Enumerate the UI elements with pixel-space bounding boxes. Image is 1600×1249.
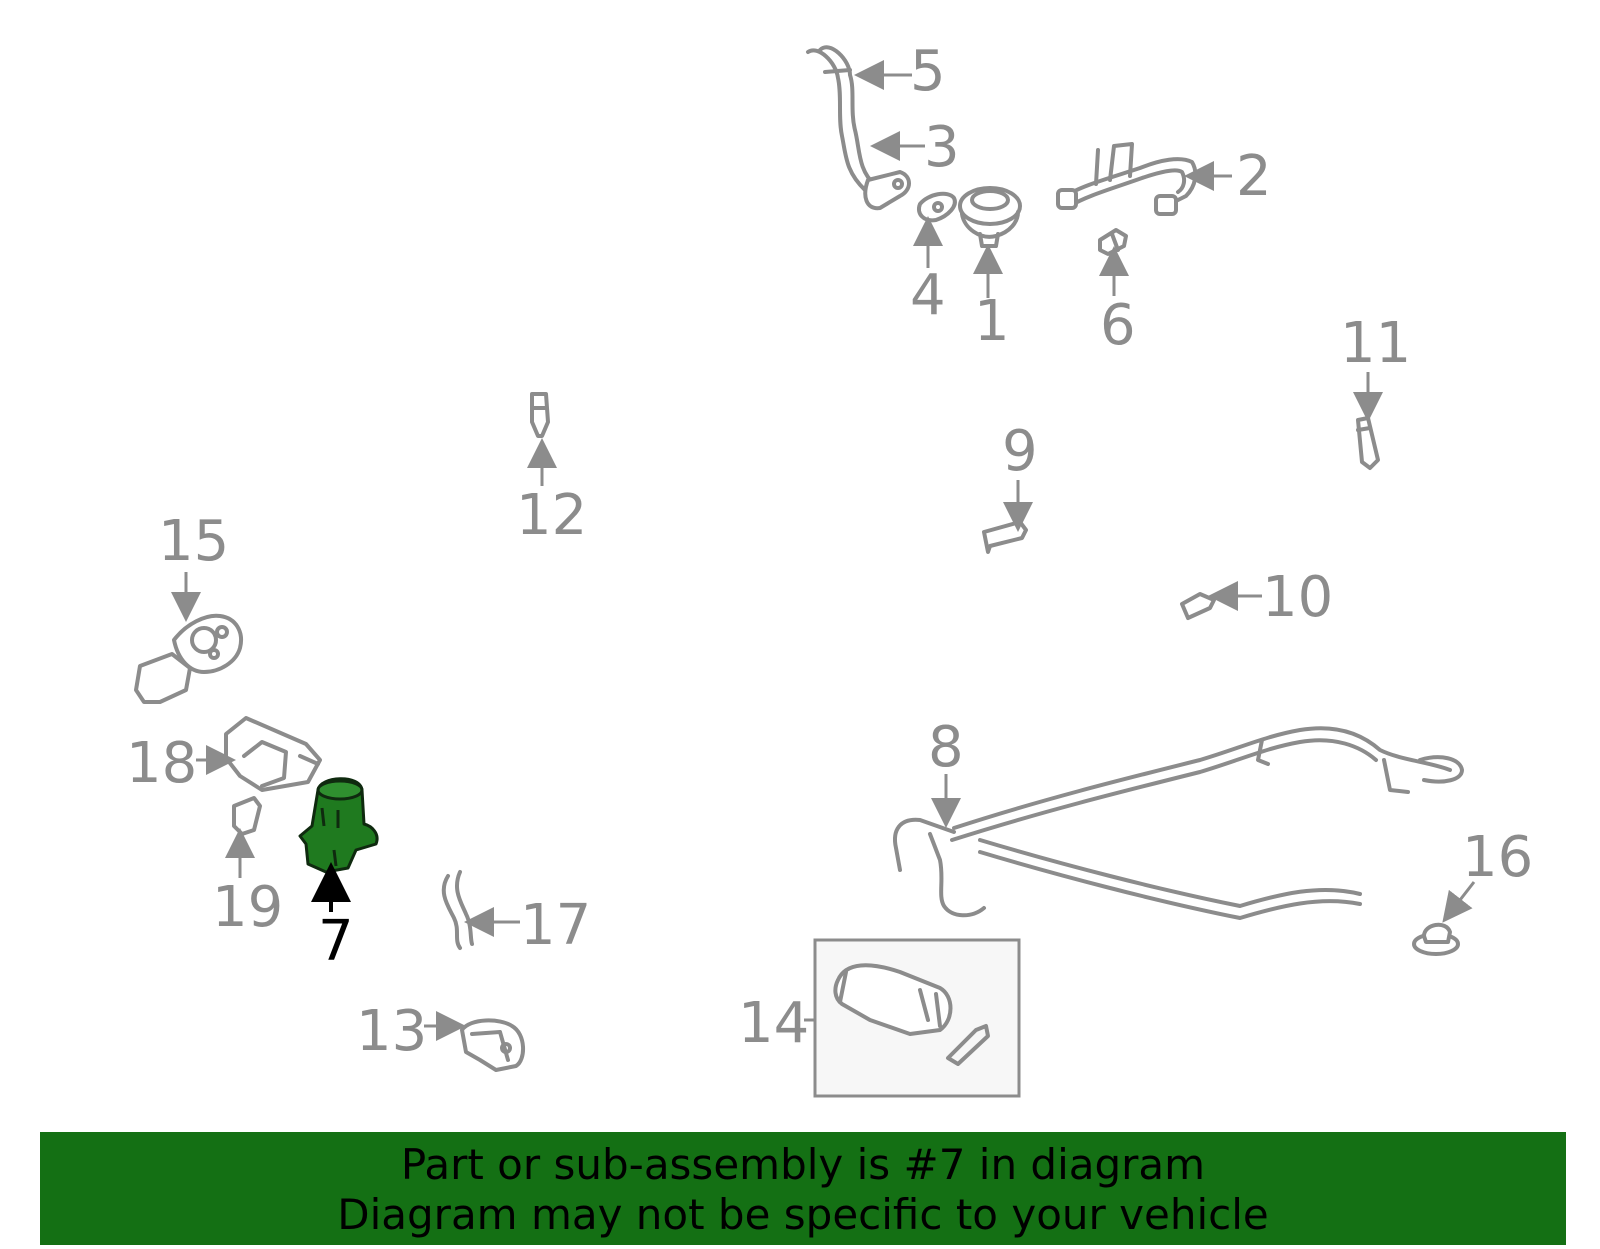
callout-13: 13	[356, 999, 427, 1064]
callout-6: 6	[1100, 293, 1136, 358]
banner-line-2: Diagram may not be specific to your vehi…	[337, 1190, 1269, 1239]
part-10-clip[interactable]	[1180, 592, 1216, 620]
part-14-inset[interactable]	[813, 938, 1021, 1098]
callout-19: 19	[212, 875, 283, 940]
part-18-module[interactable]	[224, 716, 322, 792]
callout-11: 11	[1340, 311, 1411, 376]
part-16-grommet[interactable]	[1412, 922, 1460, 956]
callout-9: 9	[1002, 419, 1038, 484]
callout-14: 14	[738, 991, 809, 1056]
callout-3: 3	[924, 115, 960, 180]
leader-arrows	[171, 60, 1476, 1041]
callout-5: 5	[910, 39, 946, 104]
part-1-egr-valve[interactable]	[958, 186, 1022, 248]
part-19-bracket[interactable]	[232, 796, 262, 836]
callout-8: 8	[928, 715, 964, 780]
callout-15: 15	[158, 509, 229, 574]
callout-17: 17	[520, 893, 591, 958]
callout-10: 10	[1262, 565, 1333, 630]
part-5-hose-pipe[interactable]	[806, 45, 877, 192]
callout-18: 18	[126, 731, 197, 796]
part-15-throttle-body[interactable]	[134, 613, 243, 704]
part-2-tube[interactable]	[1056, 142, 1198, 216]
part-8-wiring-harness[interactable]	[893, 726, 1464, 920]
callout-12: 12	[516, 483, 587, 548]
callout-2: 2	[1236, 144, 1272, 209]
callout-16: 16	[1462, 825, 1533, 890]
banner-line-1: Part or sub-assembly is #7 in diagram	[400, 1140, 1206, 1189]
callout-7-highlighted: 7	[318, 909, 354, 974]
part-13-bracket[interactable]	[460, 1018, 525, 1072]
part-7-highlighted-solenoid[interactable]	[298, 777, 379, 874]
callout-4: 4	[910, 263, 946, 328]
part-9-clip[interactable]	[982, 520, 1028, 554]
info-banner: Part or sub-assembly is #7 in diagram Di…	[40, 1132, 1566, 1245]
part-3-flange[interactable]	[863, 170, 911, 211]
part-12-sensor[interactable]	[530, 392, 550, 438]
part-17-hose[interactable]	[441, 870, 474, 950]
callout-1: 1	[974, 289, 1010, 354]
part-11-sensor[interactable]	[1356, 416, 1380, 470]
part-4-gasket[interactable]	[917, 191, 957, 223]
part-6-fitting[interactable]	[1098, 228, 1128, 256]
